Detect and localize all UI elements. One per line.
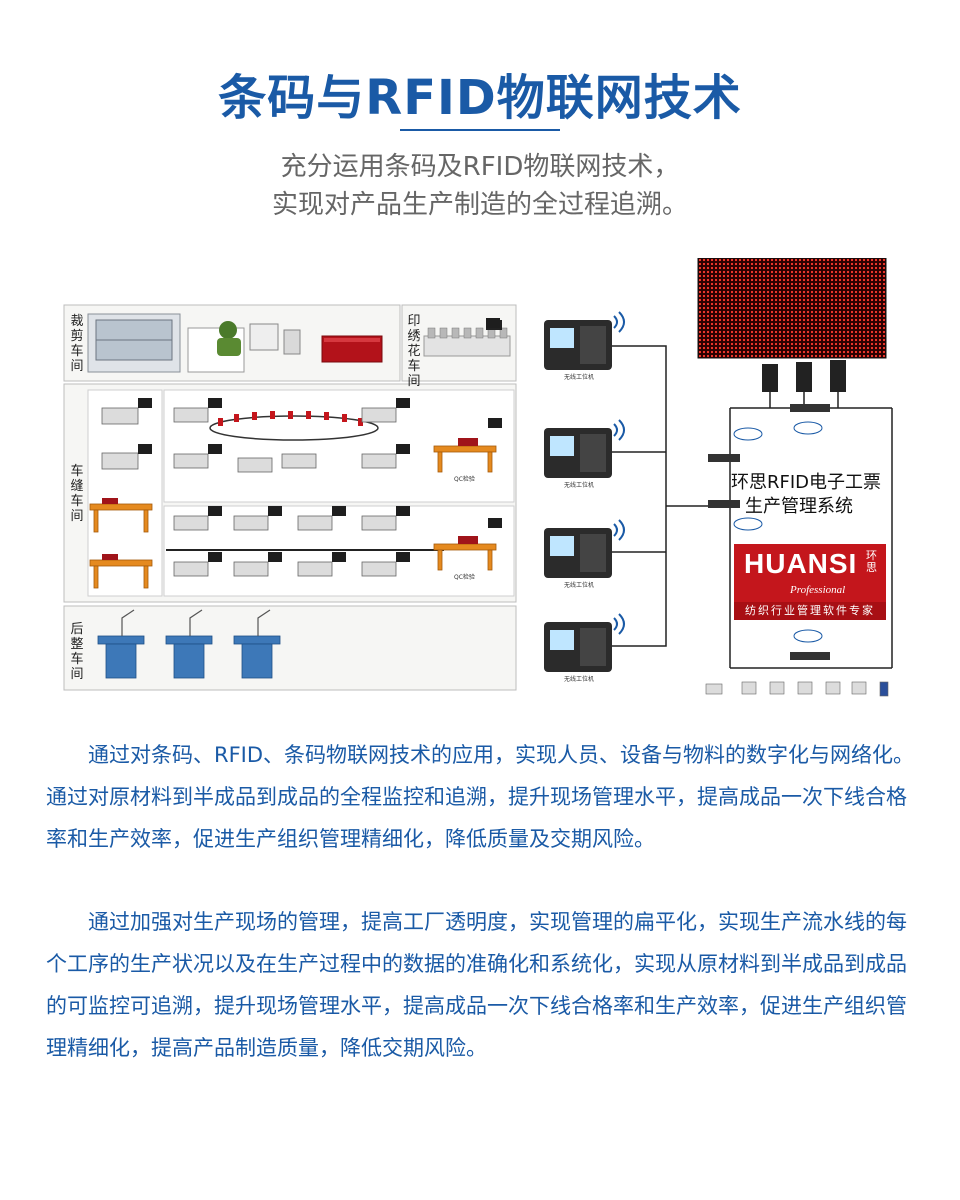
- qc-label: QC检验: [454, 574, 475, 581]
- terminal-2: [544, 428, 612, 478]
- subtitle-line-2: 实现对产品生产制造的全过程追溯。: [271, 190, 688, 220]
- brand-tagline: 纺织行业管理软件专家: [734, 602, 886, 620]
- led-display-board: [697, 258, 887, 359]
- zone-label-cutting: 裁剪车间: [70, 314, 84, 374]
- system-title-line-2: 生产管理系统: [745, 496, 853, 517]
- subtitle-line-1: 充分运用条码及RFID物联网技术，: [280, 152, 680, 182]
- finishing-workshop-panel: [63, 605, 517, 691]
- sewing-machines: [101, 407, 397, 577]
- terminal-label: 无线工位机: [564, 374, 595, 381]
- body-paragraph-1: 通过对条码、RFID、条码物联网技术的应用，实现人员、设备与物料的数字化与网络化…: [46, 743, 915, 851]
- terminal-label: 无线工位机: [564, 676, 595, 683]
- terminal-3: [544, 528, 612, 578]
- terminal-label: 无线工位机: [564, 582, 595, 589]
- rfid-system-diagram: 裁剪车间 印绣花车间 车缝车间 后整车间 无线工位机 无线工位机 无线工位机 无…: [62, 258, 912, 706]
- brand-name: HUANSI: [744, 548, 858, 579]
- page-title: 条码与RFID物联网技术: [218, 70, 742, 126]
- brand-cn: 环思: [866, 549, 877, 574]
- embroidery-workshop-panel: [401, 304, 517, 382]
- title-divider: [400, 129, 560, 131]
- body-paragraph-2: 通过加强对生产现场的管理，提高工厂透明度，实现管理的扁平化，实现生产流水线的每个…: [46, 910, 907, 1060]
- station-screens: [138, 318, 502, 562]
- terminal-label: 无线工位机: [564, 482, 595, 489]
- system-title: 环思RFID电子工票 生产管理系统: [731, 471, 891, 519]
- wireless-terminals: [544, 311, 625, 672]
- page-subtitle: 充分运用条码及RFID物联网技术， 实现对产品生产制造的全过程追溯。: [0, 148, 960, 224]
- zone-label-sewing: 车缝车间: [70, 464, 84, 524]
- network-links: [612, 345, 712, 647]
- terminal-4: [544, 622, 612, 672]
- rfid-reader-icons: [733, 421, 823, 643]
- wifi-signal-icons: [613, 311, 625, 635]
- zone-label-embroidery: 印绣花车间: [407, 314, 421, 389]
- terminal-1: [544, 320, 612, 370]
- zone-label-finishing: 后整车间: [70, 622, 84, 682]
- brand-sub: Professional: [790, 584, 846, 596]
- diagram-graphics: [63, 258, 893, 697]
- qc-label: QC检验: [454, 476, 475, 483]
- system-title-line-1: 环思RFID电子工票: [731, 472, 882, 493]
- cutting-workshop-panel: [63, 304, 401, 382]
- system-frame: [729, 392, 893, 669]
- huansi-logo: HUANSI 环思 Professional: [734, 544, 886, 602]
- client-computers: [705, 681, 889, 697]
- network-switches: [708, 404, 830, 660]
- servers: [762, 360, 846, 392]
